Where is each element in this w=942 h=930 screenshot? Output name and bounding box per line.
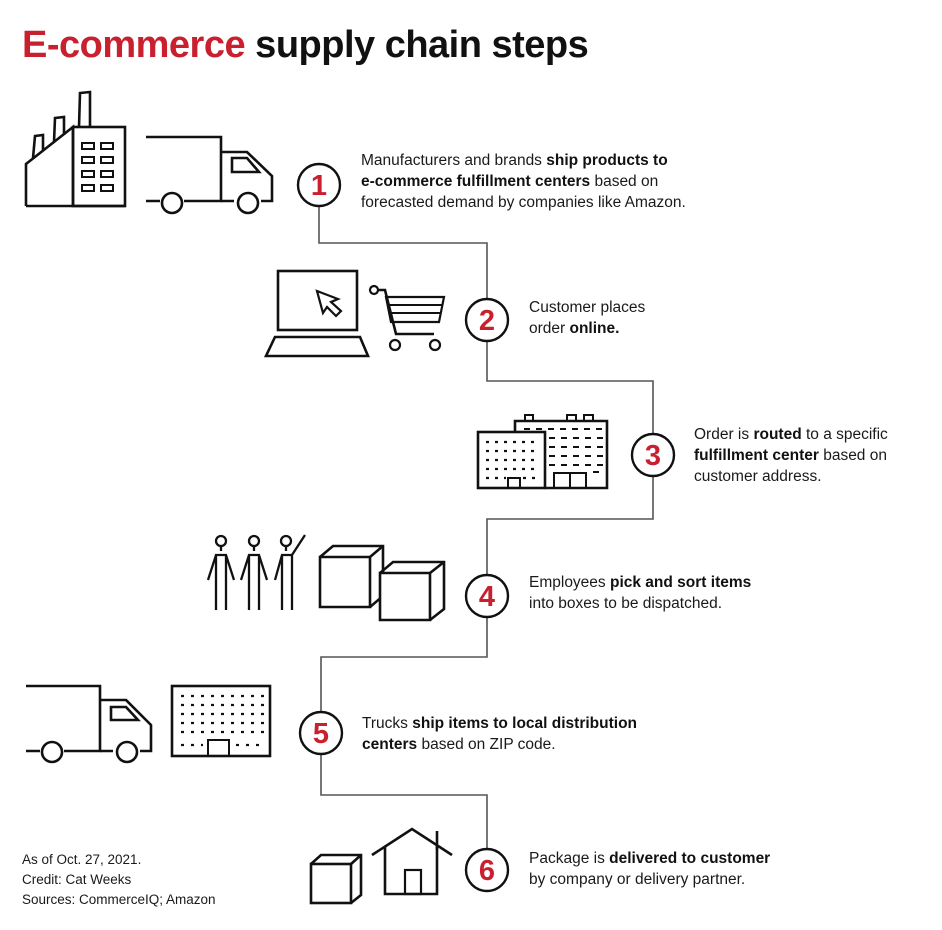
desc-bold: online. [569, 320, 620, 337]
house-icon [371, 827, 453, 896]
desc-bold: centers [362, 736, 418, 753]
desc-bold: routed [753, 426, 802, 443]
connector-2-3 [486, 341, 654, 434]
boxes-icon [318, 544, 446, 622]
desc-bold: ship items to local distribution [412, 715, 637, 732]
connector-1-2 [318, 206, 488, 299]
credit: Credit: Cat Weeks [22, 872, 132, 887]
desc-bold: e-commerce fulfillment centers [361, 173, 591, 190]
step-description-2: Customer places order online. [529, 297, 645, 339]
step-number: 1 [311, 170, 327, 202]
desc-text: based on ZIP code. [417, 736, 556, 753]
desc-text: Manufacturers and brands [361, 152, 547, 169]
delivery-truck-icon [146, 135, 274, 215]
desc-text: forecasted demand by companies like Amaz… [361, 194, 686, 211]
connector-3-4 [486, 476, 654, 575]
step-marker-4: 4 [464, 573, 510, 619]
desc-text: Employees [529, 574, 610, 591]
as-of-date: As of Oct. 27, 2021. [22, 852, 142, 867]
package-icon [309, 853, 363, 905]
desc-text: Customer places [529, 299, 646, 316]
desc-bold: pick and sort items [609, 574, 752, 591]
step-number: 3 [645, 440, 661, 472]
step-description-4: Employees pick and sort items into boxes… [529, 572, 751, 614]
step-number: 4 [479, 581, 495, 613]
desc-text: order [529, 320, 570, 337]
delivery-truck-icon [26, 684, 153, 764]
step-number: 2 [479, 305, 495, 337]
step-marker-1: 1 [296, 162, 342, 208]
desc-text: customer address. [694, 468, 822, 485]
desc-bold: fulfillment center [694, 447, 819, 464]
desc-text: Trucks [362, 715, 413, 732]
connector-4-5 [320, 617, 488, 712]
factory-icon [24, 90, 127, 208]
desc-text: based on [818, 447, 887, 464]
distribution-center-icon [170, 684, 272, 758]
desc-bold: ship products to [546, 152, 668, 169]
step-marker-2: 2 [464, 297, 510, 343]
footer-notes: As of Oct. 27, 2021. Credit: Cat Weeks S… [22, 850, 216, 910]
desc-text: Package is [529, 850, 610, 867]
step-marker-3: 3 [630, 432, 676, 478]
page-title: E-commerce supply chain steps [22, 24, 589, 67]
laptop-cursor-icon [263, 269, 370, 358]
step-number: 6 [479, 855, 495, 887]
desc-text: Order is [694, 426, 754, 443]
step-description-6: Package is delivered to customer by comp… [529, 848, 770, 890]
connectors [318, 206, 654, 849]
step-description-3: Order is routed to a specific fulfillmen… [694, 424, 888, 487]
step-description-1: Manufacturers and brands ship products t… [361, 150, 686, 213]
office-buildings-icon [476, 414, 609, 490]
desc-text: based on [590, 173, 659, 190]
desc-bold: delivered to customer [609, 850, 771, 867]
step-description-5: Trucks ship items to local distribution … [362, 713, 637, 755]
sources: Sources: CommerceIQ; Amazon [22, 892, 216, 907]
desc-text: into boxes to be dispatched. [529, 595, 723, 612]
desc-text: to a specific [801, 426, 888, 443]
desc-text: by company or delivery partner. [529, 871, 746, 888]
shopping-cart-icon [368, 284, 446, 352]
step-marker-6: 6 [464, 847, 510, 893]
employees-icon [206, 534, 306, 610]
step-marker-5: 5 [298, 710, 344, 756]
step-number: 5 [313, 718, 329, 750]
title-accent: E-commerce [22, 24, 246, 66]
connector-5-6 [320, 754, 488, 849]
title-rest: supply chain steps [245, 24, 589, 66]
